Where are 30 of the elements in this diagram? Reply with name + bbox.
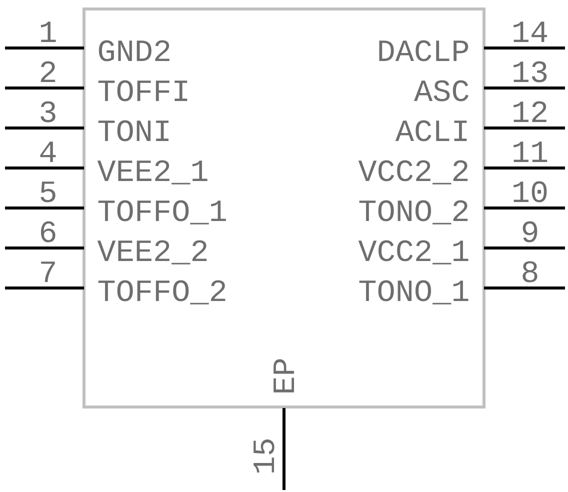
pin-name: GND2 [98,40,170,62]
pin-number: 1 [40,22,56,42]
pin-name: VCC2_2 [358,160,468,184]
pin-name: TONO_1 [359,280,468,304]
pin-name: ACLI [395,120,467,142]
pin-number: 6 [41,221,56,242]
pin-number: 13 [514,61,547,82]
pin-name: TONO_2 [359,200,468,224]
pin-name: EP [274,359,294,392]
pin-number: 9 [522,221,538,242]
pin-name: ASC [414,80,468,102]
pin-number: 10 [514,181,547,202]
pin-number: 2 [40,61,56,82]
pin-number: 3 [40,101,56,122]
pin-number: 8 [522,261,538,282]
pin-number: 11 [514,142,548,162]
pin-number: 12 [514,101,546,122]
pin-name: TOFFI [98,80,188,102]
pin-name: VEE2_2 [97,240,207,264]
pin-number: 5 [40,182,56,202]
pin-name: VEE2_1 [97,160,208,184]
pin-number: 4 [40,142,56,162]
pin-name: VCC2_1 [358,240,468,264]
pin-name: TOFFO_2 [98,280,226,304]
pin-number: 14 [514,22,548,42]
pin-name: TONI [98,120,169,142]
pin-number: 7 [41,262,55,282]
pin-name: DACLP [379,40,468,62]
pin-number: 15 [254,440,274,473]
pin-name: TOFFO_1 [98,200,226,224]
